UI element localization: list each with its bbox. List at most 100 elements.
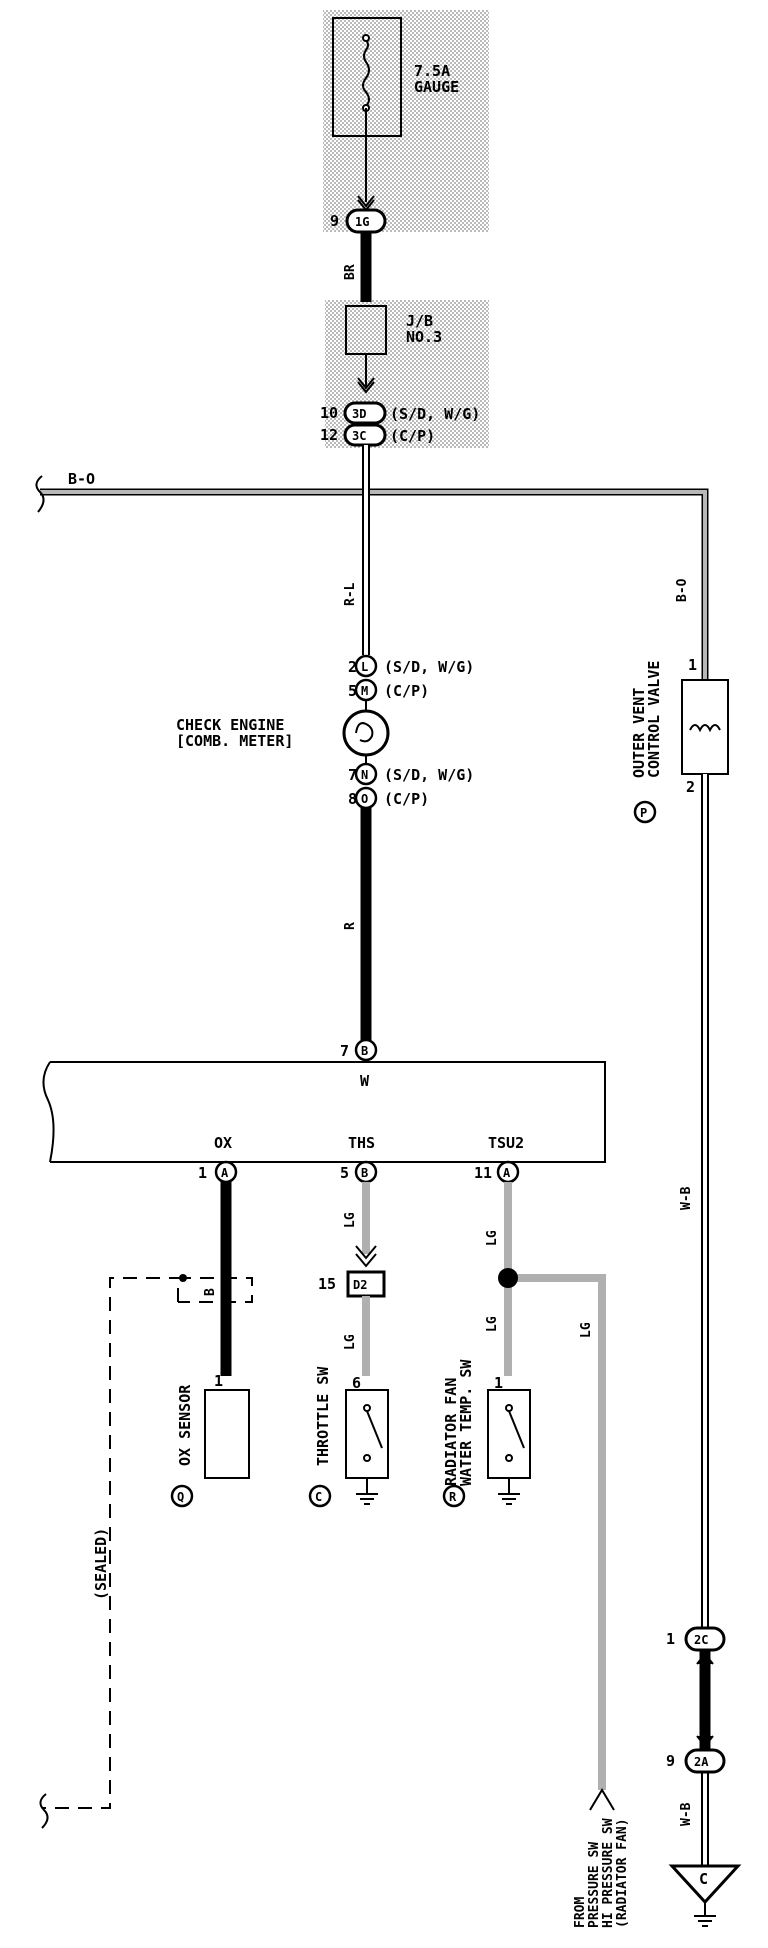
svg-text:(C/P): (C/P)	[390, 427, 435, 445]
wire-label-br: BR	[343, 264, 358, 280]
outer-vent-control-valve: 1 2 OUTER VENT CONTROL VALVE P	[630, 656, 729, 824]
svg-text:1G: 1G	[355, 215, 369, 229]
ecu-terminal-tsu2: TSU2	[488, 1134, 524, 1152]
fuse-name: GAUGE	[414, 78, 459, 96]
svg-text:7: 7	[340, 1042, 349, 1060]
svg-text:3D: 3D	[352, 407, 366, 421]
connector-2a: 9 2A	[666, 1748, 726, 1774]
ecu-terminal-ths: THS	[348, 1134, 375, 1152]
ecu-box: W OX THS TSU2	[42, 1061, 606, 1163]
svg-text:FROM: FROM	[573, 1897, 588, 1928]
fuse-shaded-area	[323, 10, 489, 232]
svg-text:(C/P): (C/P)	[384, 790, 429, 808]
svg-text:5: 5	[340, 1164, 349, 1182]
svg-text:2: 2	[348, 658, 357, 676]
svg-text:1: 1	[198, 1164, 207, 1182]
svg-text:1: 1	[666, 1630, 675, 1648]
check-engine-lamp: L 2 (S/D, W/G) M 5 (C/P) CHECK ENGINE [C…	[176, 654, 474, 810]
svg-text:NO.3: NO.3	[406, 328, 442, 346]
svg-text:(RADIATOR FAN): (RADIATOR FAN)	[615, 1818, 630, 1928]
svg-text:CHECK ENGINE: CHECK ENGINE	[176, 716, 284, 734]
connector-d2: 15 D2	[318, 1270, 386, 1298]
ecu-terminal-ox: OX	[214, 1134, 232, 1152]
svg-text:C: C	[315, 1490, 322, 1504]
svg-text:M: M	[361, 684, 368, 698]
ecu-pin-ths: 5 B	[340, 1160, 378, 1184]
radiator-fan-switch: 1 RADIATOR FAN WATER TEMP. SW R	[442, 1359, 531, 1508]
wire-label-b: B	[203, 1288, 218, 1296]
svg-text:(C/P): (C/P)	[384, 682, 429, 700]
svg-text:THROTTLE SW: THROTTLE SW	[314, 1366, 332, 1466]
svg-text:OX SENSOR: OX SENSOR	[176, 1384, 194, 1466]
svg-text:7: 7	[348, 766, 357, 784]
wire-label-lg-ths: LG	[343, 1212, 358, 1228]
svg-text:6: 6	[352, 1374, 361, 1392]
svg-text:O: O	[361, 792, 368, 806]
from-pressure-arrow	[589, 1788, 615, 1811]
svg-text:C: C	[699, 1870, 708, 1888]
ecu-pin-7b: 7 B	[340, 1038, 378, 1062]
from-pressure-label: FROM PRESSURE SW HI PRESSURE SW (RADIATO…	[573, 1818, 630, 1928]
svg-text:CONTROL VALVE: CONTROL VALVE	[645, 661, 663, 778]
connector-2c: 1 2C	[666, 1626, 726, 1652]
junction-block: J/B NO.3	[345, 305, 442, 355]
svg-text:(S/D, W/G): (S/D, W/G)	[390, 405, 480, 423]
wire-label-lg-branch: LG	[579, 1322, 594, 1338]
wire-b-o-horizontal	[35, 475, 709, 680]
svg-text:RADIATOR FAN: RADIATOR FAN	[442, 1378, 460, 1486]
fuse-rating: 7.5A	[414, 62, 450, 80]
svg-text:2A: 2A	[694, 1755, 709, 1769]
ox-sensor: 1 OX SENSOR Q	[170, 1372, 250, 1508]
throttle-switch: 6 THROTTLE SW C	[308, 1366, 389, 1508]
svg-text:B: B	[361, 1044, 368, 1058]
wire-label-lg-tsu-lower: LG	[485, 1316, 500, 1332]
connector-3d: 10 3D (S/D, W/G)	[320, 401, 480, 425]
svg-text:9: 9	[330, 212, 339, 230]
svg-text:A: A	[221, 1166, 229, 1180]
svg-text:OUTER VENT: OUTER VENT	[630, 688, 648, 778]
ground-point-c: C	[668, 1864, 742, 1927]
svg-text:15: 15	[318, 1275, 336, 1293]
svg-text:12: 12	[320, 426, 338, 444]
svg-text:L: L	[361, 660, 368, 674]
svg-text:1: 1	[494, 1374, 503, 1392]
svg-text:1: 1	[214, 1372, 223, 1390]
svg-text:(S/D, W/G): (S/D, W/G)	[384, 766, 474, 784]
svg-text:J/B: J/B	[406, 312, 433, 330]
svg-text:WATER TEMP. SW: WATER TEMP. SW	[457, 1359, 475, 1486]
svg-text:10: 10	[320, 404, 338, 422]
svg-text:5: 5	[348, 682, 357, 700]
svg-text:8: 8	[348, 790, 357, 808]
svg-text:[COMB. METER]: [COMB. METER]	[176, 732, 293, 750]
svg-text:2: 2	[686, 778, 695, 796]
svg-text:P: P	[640, 806, 647, 820]
svg-text:3C: 3C	[352, 429, 366, 443]
splice-point	[498, 1268, 518, 1288]
svg-text:PRESSURE SW: PRESSURE SW	[587, 1842, 602, 1928]
sealed-label: (SEALED)	[92, 1528, 110, 1600]
ecu-pin-tsu2: 11 A	[474, 1160, 520, 1184]
svg-text:9: 9	[666, 1752, 675, 1770]
wire-label-lg-ths2: LG	[343, 1334, 358, 1350]
wire-label-b-o-left: B-O	[68, 470, 95, 488]
svg-text:HI PRESSURE SW: HI PRESSURE SW	[601, 1818, 616, 1928]
ecu-pin-ox: 1 A	[198, 1160, 238, 1184]
sealed-shield	[39, 1274, 253, 1829]
svg-text:R: R	[449, 1490, 457, 1504]
connector-3c: 12 3C (C/P)	[320, 423, 435, 447]
svg-text:2C: 2C	[694, 1633, 708, 1647]
svg-text:11: 11	[474, 1164, 492, 1182]
svg-text:Q: Q	[177, 1490, 184, 1504]
wire-label-b-o-right: B-O	[675, 578, 690, 602]
wire-label-r-l: R-L	[343, 582, 358, 606]
wire-label-w-b-upper: W-B	[679, 1186, 694, 1210]
svg-text:B: B	[361, 1166, 368, 1180]
svg-text:A: A	[503, 1166, 511, 1180]
connector-1g: 9 1G	[330, 208, 387, 234]
svg-text:(S/D, W/G): (S/D, W/G)	[384, 658, 474, 676]
svg-text:D2: D2	[353, 1278, 367, 1292]
svg-text:1: 1	[688, 656, 697, 674]
svg-text:N: N	[361, 768, 368, 782]
wire-label-lg-tsu-upper: LG	[485, 1230, 500, 1246]
